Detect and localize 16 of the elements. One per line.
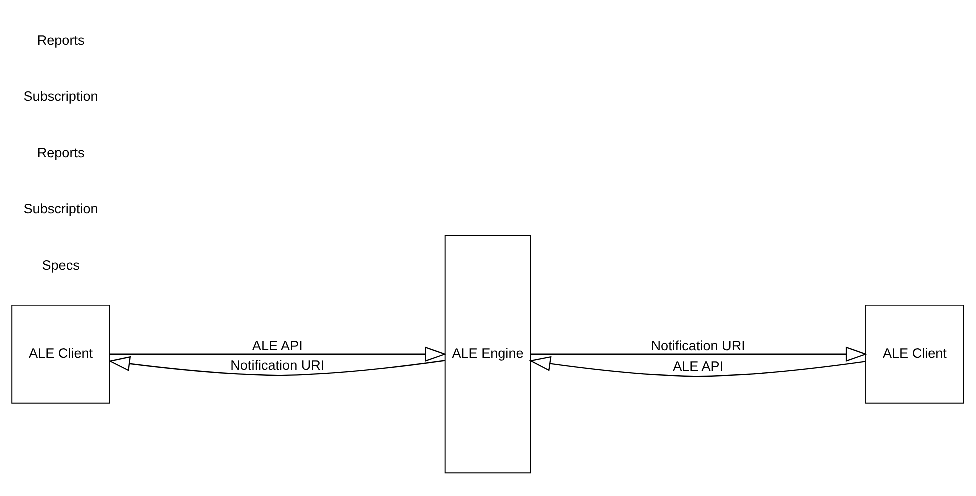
edge-label: ALE API <box>252 338 303 354</box>
label: Specs <box>42 257 80 272</box>
arrow <box>108 356 446 376</box>
arrow <box>530 346 868 362</box>
label: Subscription <box>24 201 98 216</box>
arrow <box>110 346 447 362</box>
label: Reports <box>37 144 85 160</box>
node-box: ALE Engine <box>444 234 532 474</box>
arrow <box>529 356 866 377</box>
edge-label: Notification URI <box>651 338 746 354</box>
node-box: ALE Client <box>12 304 110 404</box>
label: Reports <box>37 32 85 48</box>
label: Subscription <box>24 88 98 104</box>
node-box: ALE Client <box>866 304 964 404</box>
edge-label: Notification URI <box>230 358 325 373</box>
edge-label: ALE API <box>673 358 724 374</box>
